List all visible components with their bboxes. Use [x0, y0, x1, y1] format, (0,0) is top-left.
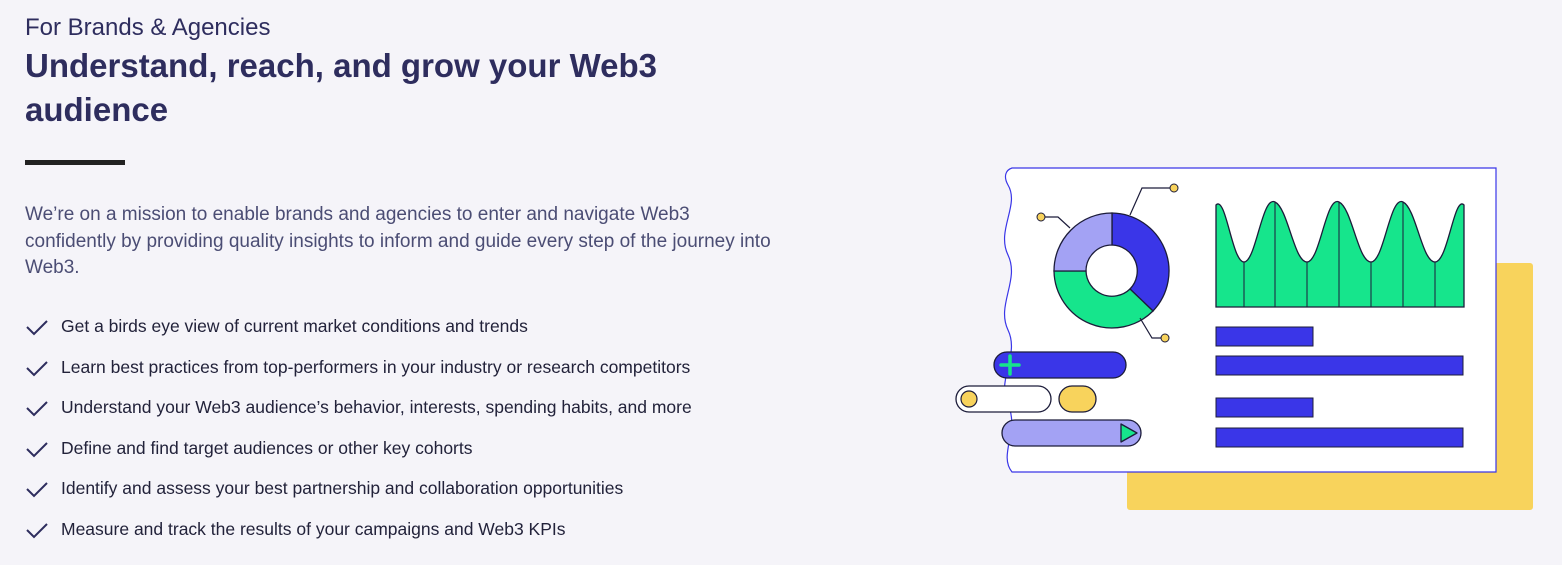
- check-icon: [26, 360, 48, 376]
- bar-list: [1215, 326, 1464, 448]
- callout-dot: [1036, 212, 1046, 222]
- bar-long: [1215, 427, 1464, 448]
- benefit-text: Measure and track the results of your ca…: [61, 518, 566, 539]
- play-icon: [1120, 423, 1138, 443]
- donut-segment-lavender: [1053, 212, 1113, 272]
- title-divider: [25, 160, 125, 165]
- pill-play: [1001, 419, 1142, 447]
- eyebrow-label: For Brands & Agencies: [25, 14, 271, 41]
- callout-dot: [1169, 183, 1179, 193]
- benefit-text: Get a birds eye view of current market c…: [61, 316, 528, 336]
- bar-short: [1215, 326, 1314, 347]
- check-icon: [26, 441, 48, 457]
- analytics-dashboard-illustration: [955, 167, 1533, 510]
- wave-gridlines: [1243, 202, 1436, 307]
- donut-chart: [1036, 183, 1179, 343]
- check-icon: [26, 401, 48, 417]
- check-icon: [26, 320, 48, 336]
- yellow-pill: [1058, 385, 1097, 413]
- benefit-text: Identify and assess your best partnershi…: [61, 478, 624, 498]
- check-icon: [26, 522, 48, 538]
- bar-short: [1215, 397, 1314, 418]
- toggle-knob: [960, 390, 978, 408]
- mission-statement: We’re on a mission to enable brands and …: [25, 204, 771, 278]
- pill-toggle: [955, 385, 1097, 413]
- benefit-item: Get a birds eye view of current market c…: [25, 313, 692, 354]
- wave-chart: [1215, 201, 1465, 308]
- benefit-item: Identify and assess your best partnershi…: [25, 475, 692, 516]
- pill-add: [993, 351, 1127, 379]
- callout-line: [1129, 187, 1174, 216]
- benefits-list: Get a birds eye view of current market c…: [25, 313, 692, 556]
- donut-segment-blue: [1111, 212, 1170, 312]
- benefit-text: Understand your Web3 audience’s behavior…: [61, 397, 692, 417]
- benefit-item: Measure and track the results of your ca…: [25, 516, 692, 557]
- bar-long: [1215, 355, 1464, 376]
- benefit-text: Learn best practices from top-performers…: [61, 356, 691, 377]
- callout-line: [1041, 216, 1071, 229]
- page-title: Understand, reach, and grow your Web3 au…: [25, 47, 658, 128]
- benefit-text: Define and find target audiences or othe…: [61, 437, 473, 458]
- benefit-item: Understand your Web3 audience’s behavior…: [25, 394, 692, 435]
- check-icon: [26, 482, 48, 498]
- benefit-item: Learn best practices from top-performers…: [25, 354, 692, 395]
- donut-segment-green: [1053, 270, 1154, 329]
- plus-icon: [999, 354, 1021, 376]
- benefit-item: Define and find target audiences or othe…: [25, 435, 692, 476]
- callout-dot: [1160, 333, 1170, 343]
